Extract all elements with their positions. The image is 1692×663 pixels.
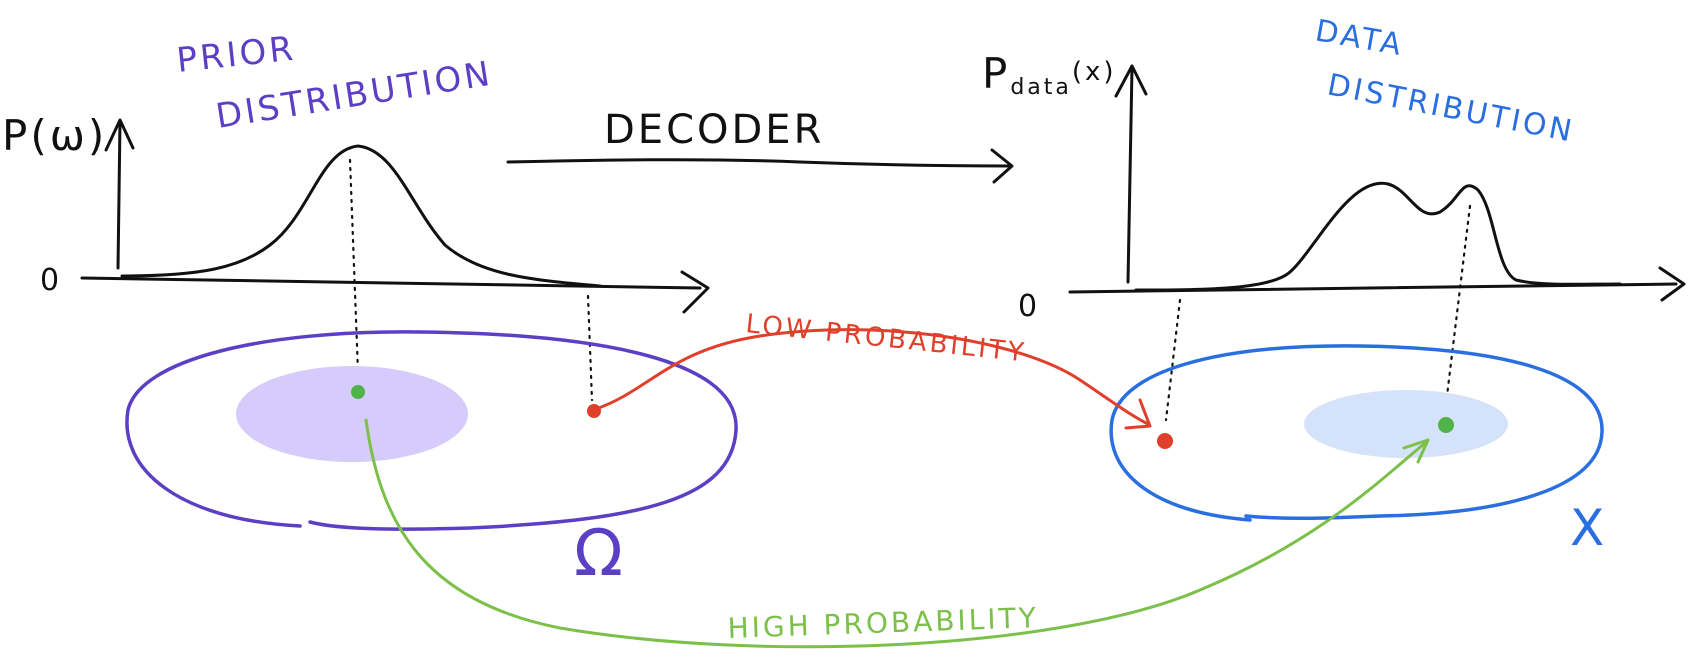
decoder-arrow (506, 158, 1012, 168)
prior-x-axis-arrowhead (680, 270, 710, 314)
decoder-arrowhead (990, 148, 1014, 184)
prior-y-axis-arrowhead (104, 118, 135, 152)
low-probability-arrowhead (1124, 398, 1152, 430)
prior-origin-label: 0 (40, 263, 62, 298)
data-space-ellipse (1109, 344, 1604, 522)
data-x-axis-arrowhead (1658, 266, 1686, 302)
low-probability-label: LOW PROBABILITY (744, 309, 1028, 368)
prior-blob (236, 366, 468, 462)
low-probability-arrow (594, 328, 1150, 426)
prior-tail-dropline (586, 294, 594, 402)
prior-axis-label: P(ω) (2, 111, 107, 160)
data-peak-dropline (1444, 204, 1472, 406)
data-y-axis-arrowhead (1114, 64, 1148, 98)
data-title-line2: DISTRIBUTION (1324, 67, 1577, 149)
data-y-axis (1126, 66, 1134, 284)
data-tail-dropline (1164, 298, 1182, 422)
prior-title-line1: PRIOR (175, 29, 298, 81)
data-high-prob-point (1438, 417, 1454, 433)
high-probability-arrowhead (1402, 438, 1430, 464)
prior-y-axis (116, 120, 122, 270)
omega-symbol: Ω (574, 517, 623, 591)
prior-x-axis (80, 276, 702, 290)
prior-low-prob-point (587, 404, 601, 418)
data-low-prob-point (1157, 433, 1173, 449)
decoder-label: DECODER (604, 107, 824, 153)
x-symbol: X (1570, 499, 1604, 557)
prior-space-ellipse (125, 330, 738, 531)
data-origin-label: 0 (1018, 289, 1040, 324)
high-probability-arrow (364, 418, 1426, 649)
prior-peak-dropline (348, 158, 360, 374)
data-density-curve (1134, 181, 1622, 292)
data-axis-sub: data (1010, 75, 1072, 100)
data-axis-p: P (982, 49, 1010, 98)
prior-density-curve (120, 144, 602, 288)
data-blob (1304, 390, 1508, 458)
data-title-line1: DATA (1313, 13, 1407, 63)
prior-high-prob-point (351, 385, 365, 399)
data-axis-label: Pdata(x) (982, 49, 1117, 100)
data-axis-arg: (x) (1072, 57, 1117, 87)
